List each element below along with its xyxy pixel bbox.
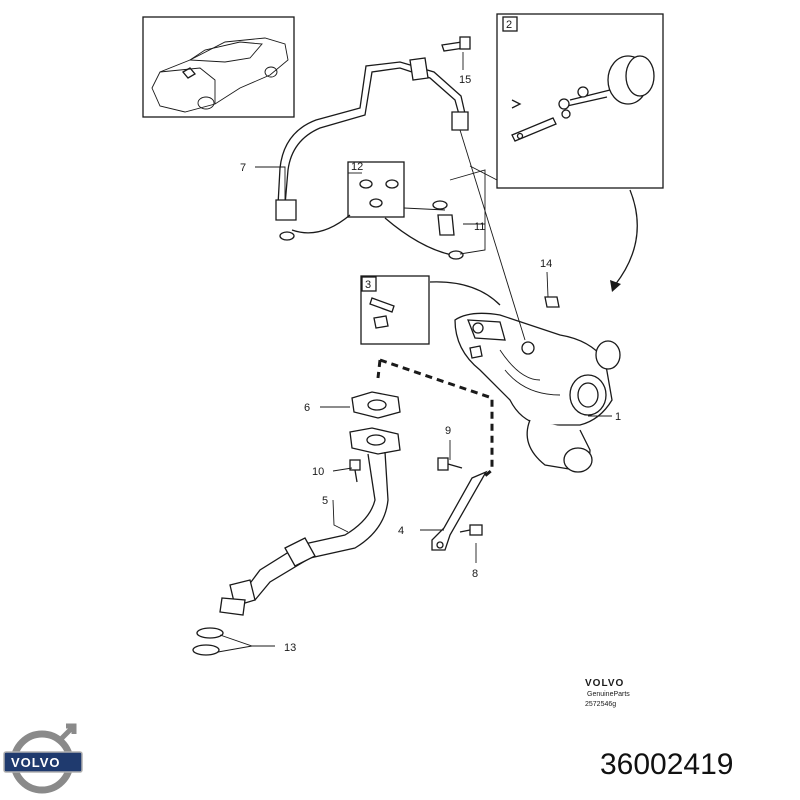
footer-genuine-parts: GenuineParts xyxy=(587,691,630,698)
dashed-guide xyxy=(379,358,494,482)
callout-2: 2 xyxy=(506,19,512,31)
part-number: 36002419 xyxy=(600,748,733,781)
callout-1: 1 xyxy=(615,411,621,423)
callout-14: 14 xyxy=(540,258,552,270)
arrow-stud xyxy=(429,281,501,306)
car-thumbnail xyxy=(142,16,295,118)
nut-14 xyxy=(544,296,560,308)
bracket-4 xyxy=(431,470,488,551)
bolt-8 xyxy=(459,524,483,536)
callout-9: 9 xyxy=(445,425,451,437)
logo-wordmark: VOLVO xyxy=(11,755,61,770)
footer-brand: VOLVO xyxy=(585,678,624,689)
oil-feed-pipe xyxy=(275,57,469,241)
callout-8: 8 xyxy=(472,568,478,580)
callout-6: 6 xyxy=(304,402,310,414)
detail-box-seals xyxy=(347,161,405,218)
leader-lines xyxy=(217,52,612,653)
arrow-actuator xyxy=(614,189,638,286)
callout-5: 5 xyxy=(322,495,328,507)
union-11 xyxy=(432,200,464,260)
callout-15: 15 xyxy=(459,74,471,86)
footer-drawing-code: 2572546g xyxy=(585,701,616,708)
callout-11: 11 xyxy=(474,221,485,233)
gasket-6 xyxy=(351,391,401,419)
o-rings-13 xyxy=(192,627,224,656)
callout-12: 12 xyxy=(351,161,363,173)
bolt-10 xyxy=(349,459,361,483)
callout-10: 10 xyxy=(312,466,324,478)
bolt-15 xyxy=(441,36,471,52)
volvo-logo: VOLVO xyxy=(3,723,83,794)
arrowhead-actuator xyxy=(610,280,621,292)
arrow-seal-left xyxy=(291,214,351,234)
detail-box-stud: 3 xyxy=(360,275,430,345)
callout-13: 13 xyxy=(284,642,296,654)
oil-drain-pipe xyxy=(219,427,401,616)
bolt-9 xyxy=(437,457,463,471)
arrow-seal-right xyxy=(384,217,453,256)
callout-7: 7 xyxy=(240,162,246,174)
callout-3: 3 xyxy=(365,279,371,291)
turbocharger xyxy=(454,312,621,473)
callout-4: 4 xyxy=(398,525,404,537)
detail-box-actuator: 2 xyxy=(496,13,664,189)
